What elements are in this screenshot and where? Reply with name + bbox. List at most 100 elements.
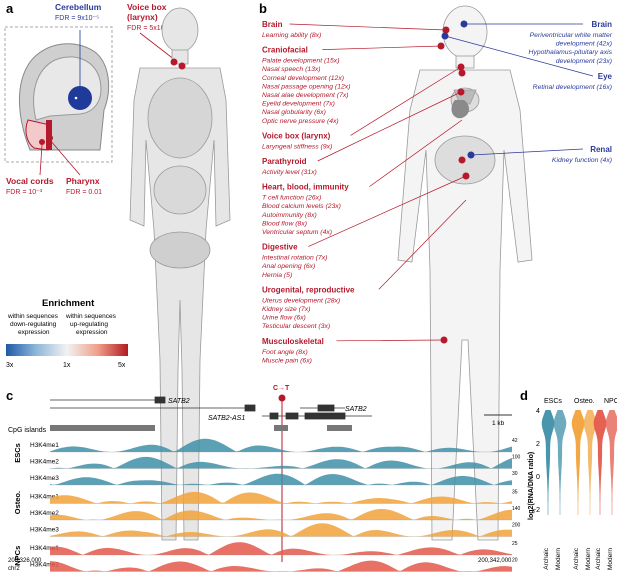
phenotype-item: Urine flow (6x) xyxy=(262,315,306,322)
track-label: H3K4me1 xyxy=(30,442,59,449)
phenotype-right-item: development (42x) xyxy=(556,41,612,48)
enrichment-left-2: down-regulating xyxy=(10,321,57,328)
track-signal xyxy=(50,509,512,520)
phenotype-right-item: Hypothalamus-pituitary axis xyxy=(529,49,613,56)
phenotype-item: Optic nerve pressure (4x) xyxy=(262,118,339,125)
axis-left-coord: 200,326,000 xyxy=(8,558,42,564)
track-label: H3K4me1 xyxy=(30,494,59,501)
phenotype-item: Anal opening (6x) xyxy=(261,263,315,270)
voicebox-fdr: FDR = 5x10⁻³ xyxy=(127,25,171,32)
head-sagittal-illustration xyxy=(19,43,110,151)
violin-x-label: Modern xyxy=(585,548,592,570)
phenotype-right-title: Brain xyxy=(592,20,613,29)
gene-label-satb2-as1: SATB2-AS1 xyxy=(208,415,245,422)
phenotype-leader-line xyxy=(336,339,445,342)
track-label: H3K4me3 xyxy=(30,475,59,482)
scale-bar-label: 1 kb xyxy=(492,420,505,427)
phenotype-leader-line xyxy=(378,199,467,290)
enrichment-tick-1x: 1x xyxy=(63,362,71,369)
voicebox-title2: (larynx) xyxy=(127,12,158,22)
phenotype-group-title: Urogenital, reproductive xyxy=(262,285,355,294)
violin xyxy=(593,410,607,515)
track-max: 20 xyxy=(512,558,518,564)
phenotype-item: Ventricular septum (4x) xyxy=(262,229,332,236)
track-group-label: ESCs xyxy=(13,443,22,463)
cerebellum-fdr: FDR = 9x10⁻⁵ xyxy=(55,15,99,22)
phenotype-right-item: Kidney function (4x) xyxy=(552,157,612,164)
cerebellum-title: Cerebellum xyxy=(55,2,102,12)
gene-track xyxy=(50,396,372,420)
violin xyxy=(553,410,567,515)
track-group-label: NPCs xyxy=(13,546,22,566)
track-signal xyxy=(50,456,512,469)
phenotype-group-title: Brain xyxy=(262,20,283,29)
phenotype-group-title: Digestive xyxy=(262,243,298,252)
phenotype-leader-line xyxy=(308,175,467,247)
track-max: 42 xyxy=(512,438,518,444)
phenotype-item: Foot angle (8x) xyxy=(262,349,308,356)
phenotype-right-item: Periventricular white matter xyxy=(530,32,613,39)
phenotype-item: Activity level (31x) xyxy=(261,169,317,176)
ytick-2: 2 xyxy=(536,441,540,448)
phenotype-right-title: Renal xyxy=(590,145,612,154)
vocalcords-title: Vocal cords xyxy=(6,176,54,186)
enrichment-tick-3x: 3x xyxy=(6,362,14,369)
phenotype-item: Kidney size (7x) xyxy=(262,306,310,313)
track-max: 100 xyxy=(512,455,521,461)
phenotype-item: Muscle pain (6x) xyxy=(262,357,312,364)
track-label: H3K4me2 xyxy=(30,510,59,517)
enrichment-right-1: within sequences xyxy=(65,313,117,320)
vocalcords-fdr: FDR = 10⁻³ xyxy=(6,189,43,196)
chip-seq-tracks: H3K4me142H3K4me2100H3K4me330ESCsH3K4me13… xyxy=(13,438,521,578)
track-signal xyxy=(50,473,512,485)
phenotype-right-item: Retinal development (16x) xyxy=(533,84,612,91)
phenotype-item: Blood flow (8x) xyxy=(262,220,307,227)
violin xyxy=(605,410,617,515)
phenotype-item: Nasal alae development (7x) xyxy=(262,92,349,99)
track-signal xyxy=(50,560,512,572)
cpg-islands-track xyxy=(50,425,352,431)
vocal-cords-dot xyxy=(39,139,45,145)
phenotype-right-leader xyxy=(444,35,594,77)
track-label: H3K4me3 xyxy=(30,527,59,534)
phenotype-item: Laryngeal stiffness (9x) xyxy=(262,143,332,150)
ytick-4: 4 xyxy=(536,408,540,415)
enrichment-right-2: up-regulating xyxy=(70,321,108,328)
gene-label-satb2-b: SATB2 xyxy=(345,406,367,413)
phenotype-item: T cell function (26x) xyxy=(262,195,321,202)
phenotype-leader-line xyxy=(369,119,463,187)
cerebellum-highlight xyxy=(68,86,92,110)
phenotype-right-title: Eye xyxy=(598,72,613,81)
violin xyxy=(583,410,597,515)
phenotype-group-title: Parathyroid xyxy=(262,157,307,166)
cpg-label: CpG islands xyxy=(8,427,47,434)
violin-x-label: Archaic xyxy=(595,547,602,569)
phenotype-leader-line xyxy=(350,66,462,136)
phenotype-right-leader xyxy=(470,148,584,156)
panel-b-letter: b xyxy=(259,1,267,16)
enrichment-left-3: expression xyxy=(18,329,50,336)
phenotype-group-title: Musculoskeletal xyxy=(262,337,324,346)
enrichment-left-1: within sequences xyxy=(7,313,59,320)
ytick-0: 0 xyxy=(536,474,540,481)
panel-a-letter: a xyxy=(6,1,14,16)
body-outline-illustration xyxy=(397,5,533,541)
enrichment-colorbar xyxy=(6,344,128,356)
pharynx-fdr: FDR = 0.01 xyxy=(66,189,102,196)
pharynx-title: Pharynx xyxy=(66,176,100,186)
gene-label-satb2-a: SATB2 xyxy=(168,398,190,405)
track-max: 200 xyxy=(512,523,521,529)
variant-label: C→T xyxy=(273,385,290,392)
violin xyxy=(541,410,555,515)
phenotype-item: Nasal passage opening (12x) xyxy=(262,83,350,90)
phenotype-item: Autoimmunity (8x) xyxy=(261,212,317,219)
larynx-dot xyxy=(170,58,178,66)
panel-c-letter: c xyxy=(6,388,13,403)
chrom-label: chr2 xyxy=(8,566,20,572)
phenotype-group-title: Craniofacial xyxy=(262,46,308,55)
track-label: H3K4me2 xyxy=(30,562,59,569)
track-label: H3K4me1 xyxy=(30,545,59,552)
